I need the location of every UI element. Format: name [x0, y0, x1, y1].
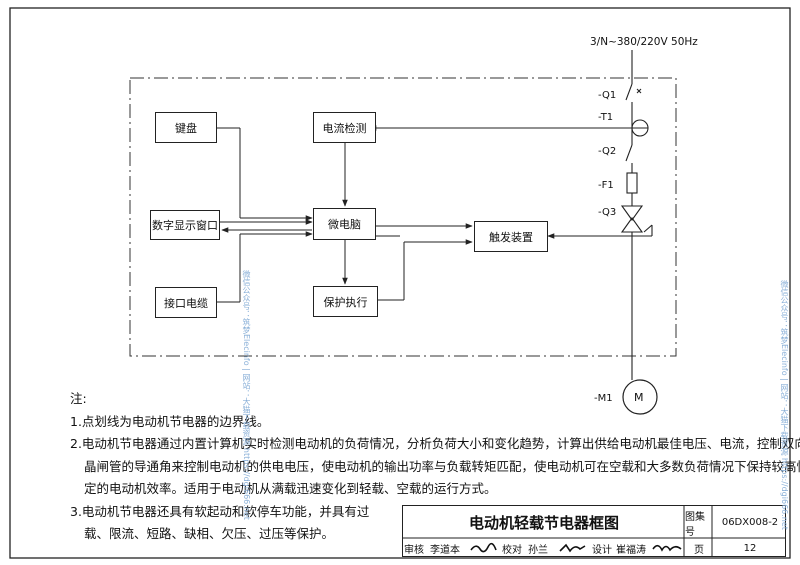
designer-name: 崔福涛: [616, 545, 646, 556]
cable-block: 接口电缆: [155, 287, 217, 318]
checker-signature: [553, 539, 591, 558]
label-q3: -Q3: [598, 207, 617, 218]
note-line: 载、限流、短路、缺相、欠压、过压等保护。: [84, 526, 335, 541]
current-detect-block: 电流检测: [313, 112, 376, 143]
title-block: 电动机轻载节电器框图 图集号 06DX008-2 审核 李道本 校对 孙兰 设计…: [402, 505, 786, 557]
notes-heading: 注:: [70, 391, 87, 406]
checker-name: 孙兰: [528, 545, 548, 556]
note-line: 1.点划线为电动机节电器的边界线。: [70, 413, 270, 429]
watermark-left: 微信公众号：筑梦Elecinfo | 网站：大猫下载资源 https://dgi…: [242, 270, 251, 520]
page-number: 12: [743, 543, 757, 554]
reviewer-name: 李道本: [430, 545, 460, 556]
label-t1: -T1: [598, 112, 614, 123]
review-label: 审核: [404, 545, 424, 556]
notes: 注: 1.点划线为电动机节电器的边界线。 2.电动机节电器通过内置计算机实时检测…: [70, 388, 800, 546]
label-m1: -M1: [594, 393, 613, 404]
keyboard-block: 键盘: [155, 112, 217, 143]
design-label: 设计: [592, 545, 612, 556]
device-boundary: [129, 77, 677, 357]
atlas-number: 06DX008-2: [721, 517, 779, 528]
motor-symbol: [622, 379, 658, 415]
note-line: 3.电动机节电器还具有软起动和软停车功能，并具有过: [70, 503, 370, 519]
trigger-block: 触发装置: [474, 221, 548, 252]
watermark-right: 微信公众号：筑梦Elecinfo | 网站：大猫下载资源 https://dgi…: [780, 280, 789, 530]
note-line: 2.电动机节电器通过内置计算机实时检测电动机的负荷情况，分析负荷大小和变化趋势，…: [70, 436, 800, 451]
check-label: 校对: [502, 545, 522, 556]
note-line: 定的电动机效率。适用于电动机从满载迅速变化到轻载、空载的运行方式。: [84, 481, 497, 496]
label-q2: -Q2: [598, 146, 617, 157]
protection-block: 保护执行: [313, 286, 378, 317]
drawing-title: 电动机轻载节电器框图: [468, 514, 619, 532]
sheet-frame: [9, 7, 791, 559]
microcomputer-block: 微电脑: [313, 208, 376, 240]
supply-label: 3/N~380/220V 50Hz: [590, 36, 698, 48]
label-f1: -F1: [598, 180, 614, 191]
reviewer-signature: [465, 539, 501, 558]
note-line: 晶闸管的导通角来控制电动机的供电电压，使电动机的输出功率与负载转矩匹配，使电动机…: [84, 458, 800, 474]
display-block: 数字显示窗口: [150, 210, 220, 240]
motor-letter: M: [634, 391, 644, 404]
designer-signature: [649, 539, 685, 558]
page-label: 页: [694, 545, 704, 556]
fuse-symbol: [626, 172, 638, 194]
atlas-label: 图集号: [685, 511, 705, 538]
label-q1: -Q1: [598, 90, 617, 101]
